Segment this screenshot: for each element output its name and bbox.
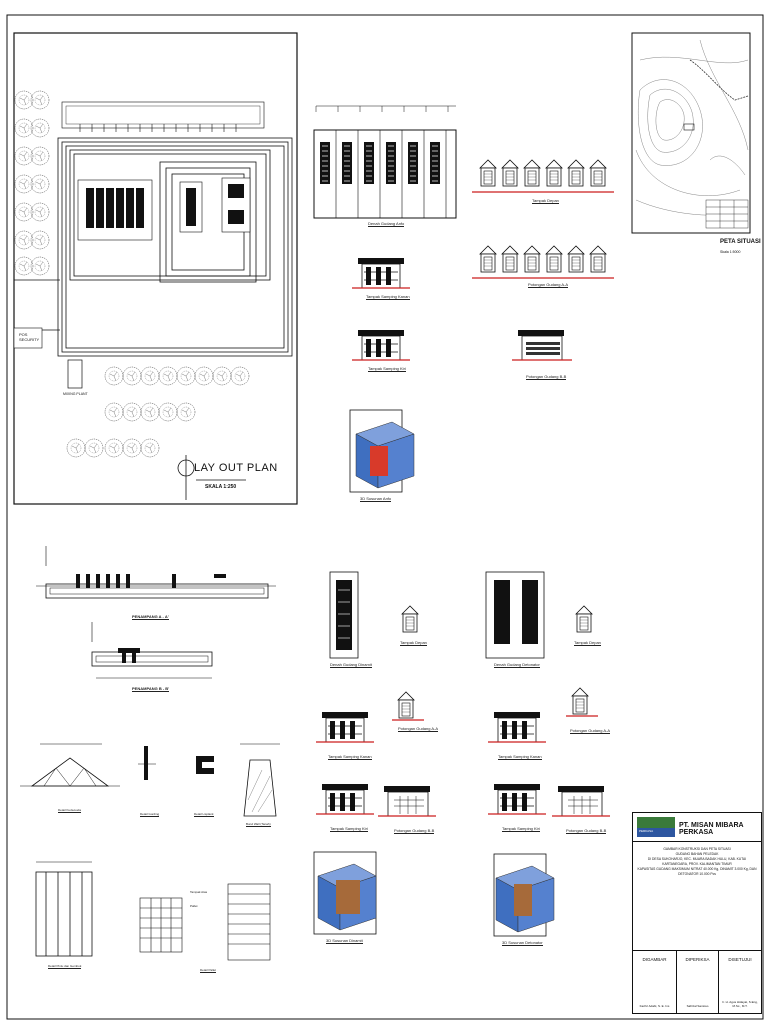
- cross-section-aa: [36, 546, 276, 599]
- dinamit-3d: [313, 851, 377, 935]
- dinamit-aa-label: Potongan Gudang A-A: [398, 726, 439, 732]
- dinamit-front-label: Tampak Depan: [400, 640, 427, 646]
- pallet-top-detail: [139, 897, 183, 953]
- signature-drawn: DIGAMBAR Fachri Adabi, S. E. Ins: [633, 951, 677, 1014]
- anfo-section-bb: [512, 330, 572, 361]
- lisplank-detail: [196, 756, 214, 774]
- tampak-kanan-label: Tampak Samping Kanan: [366, 294, 410, 300]
- detail-lisplank-label: Detail Lisplank: [194, 812, 214, 817]
- description-line: GAMBAR KONSTRUKSI DAN PETA SITUASI: [663, 847, 731, 851]
- detonator-section-aa: [566, 687, 598, 717]
- susunan-anfo-label: 3D Susunan Anfo: [360, 496, 392, 502]
- susunan-detonator-label: 3D Susunan Detonator: [502, 940, 543, 946]
- cross-section-bb: [91, 622, 213, 679]
- signature-row: DIGAMBAR Fachri Adabi, S. E. Ins DIPERIK…: [633, 950, 761, 1014]
- detonator-plan: [485, 571, 545, 659]
- dinamit-front: [401, 605, 419, 633]
- signature-name: Ir. H. Agus Hidayat, S.Eng, M.Sc., M.T.: [722, 1000, 758, 1008]
- signature-role: DISETUJUI: [728, 957, 752, 962]
- detail-pintu-label: Detail Pintu dan Gembok: [48, 964, 82, 969]
- potongan-aa-label: Potongan Gudang A-A: [528, 282, 569, 288]
- anfo-front-elevation: [472, 159, 614, 193]
- layout-plan: [13, 32, 298, 505]
- description-line: KAPASITAS GUDANG MAKSIMUM NITRAT 40.000 …: [637, 867, 757, 876]
- denah-dinamit-label: Denah Gudang Dinamit: [330, 662, 372, 668]
- truss-detail: [20, 743, 120, 787]
- penampang-aa-label: PENAMPANG A - A': [132, 614, 169, 620]
- detonator-section-bb: [552, 786, 610, 817]
- description-line: GUDANG BAHAN PELEDAK: [675, 852, 719, 856]
- signature-name: Safrizal Santoso: [686, 1004, 709, 1008]
- signature-approved: DISETUJUI Ir. H. Agus Hidayat, S.Eng, M.…: [719, 951, 761, 1014]
- anfo-left-elevation: [351, 329, 411, 361]
- detail-gording-label: Detail Gording: [140, 812, 160, 817]
- tampak-depan-label: Tampak Depan: [532, 198, 559, 204]
- denah-anfo-label: Denah Gudang Anfo: [368, 221, 405, 227]
- description-line: DI DESA SUKOHARJO, KEC. MUARA BADAK HULU…: [647, 857, 747, 866]
- detonator-left: [487, 783, 547, 815]
- dinamit-bb-label: Potongan Gudang B-B: [394, 828, 435, 834]
- anfo-section-aa: [472, 245, 614, 279]
- tampak-atas-label: Tampak Atas: [190, 890, 208, 894]
- potongan-bb-label: Potongan Gudang B-B: [526, 374, 567, 380]
- dinamit-right-label: Tampak Samping Kanan: [328, 754, 372, 760]
- logo-text: PERKASA: [639, 829, 654, 833]
- detonator-right-label: Tampak Samping Kanan: [498, 754, 542, 760]
- signature-role: DIGAMBAR: [642, 957, 667, 962]
- situation-map-title: PETA SITUASI: [720, 239, 761, 245]
- detonator-front: [575, 605, 593, 633]
- purlin-detail: [138, 746, 156, 780]
- door-detail: [35, 861, 93, 957]
- dinamit-plan: [329, 571, 359, 659]
- signature-name: Fachri Adabi, S. E. Ins: [639, 1004, 670, 1008]
- anfo-plan: [313, 105, 457, 219]
- detonator-3d: [493, 853, 555, 937]
- detail-kuda-label: Detail Kuda-kuda: [58, 808, 82, 813]
- detail-pallet-label: Detail Pallet: [200, 968, 217, 973]
- drawing-description: GAMBAR KONSTRUKSI DAN PETA SITUASI GUDAN…: [635, 847, 759, 877]
- signature-checked: DIPERIKSA Safrizal Santoso: [677, 951, 719, 1014]
- tampak-kiri-label: Tampak Samping Kiri: [368, 366, 406, 372]
- dinamit-left-label: Tampak Samping Kiri: [330, 826, 368, 832]
- detonator-bb-label: Potongan Gudang B-B: [566, 828, 607, 834]
- company-name: PT. MISAN MIBARA PERKASA: [679, 822, 744, 836]
- pos-security-label: POS SECURITY: [19, 332, 40, 342]
- title-block: PERKASA PT. MISAN MIBARA PERKASA GAMBAR …: [632, 812, 762, 1014]
- anfo-right-elevation: [351, 257, 411, 289]
- company-header: PERKASA PT. MISAN MIBARA PERKASA: [633, 813, 761, 842]
- anfo-3d-stack: [349, 409, 415, 493]
- dinamit-section-bb: [378, 786, 436, 817]
- layout-plan-scale: SKALA 1:250: [205, 484, 237, 490]
- denah-detonator-label: Denah Gudang Detonator: [494, 662, 540, 668]
- company-logo: [637, 817, 675, 837]
- bund-wall-label: Bund Wall (Tanah): [246, 822, 271, 827]
- detonator-aa-label: Potongan Gudang A-A: [570, 728, 611, 734]
- signature-role: DIPERIKSA: [685, 957, 710, 962]
- detonator-right: [487, 711, 547, 743]
- mixing-plant-label: MIXING PLANT: [63, 392, 88, 396]
- penampang-bb-label: PENAMPANG B - B': [132, 686, 170, 692]
- situation-map: [631, 32, 751, 234]
- detonator-left-label: Tampak Samping Kiri: [502, 826, 540, 832]
- bund-wall-detail: [240, 743, 280, 817]
- dinamit-right: [315, 711, 375, 743]
- layout-plan-title: LAY OUT PLAN: [194, 462, 278, 474]
- detonator-front-label: Tampak Depan: [574, 640, 601, 646]
- pallet-side-detail: [227, 883, 271, 961]
- situation-map-scale: Skala 1:5000: [720, 250, 741, 254]
- dinamit-left: [315, 783, 375, 815]
- pallet-label: Pallet: [190, 904, 198, 908]
- dinamit-section-aa: [392, 691, 424, 721]
- susunan-dinamit-label: 3D Susunan Dinamit: [326, 938, 363, 944]
